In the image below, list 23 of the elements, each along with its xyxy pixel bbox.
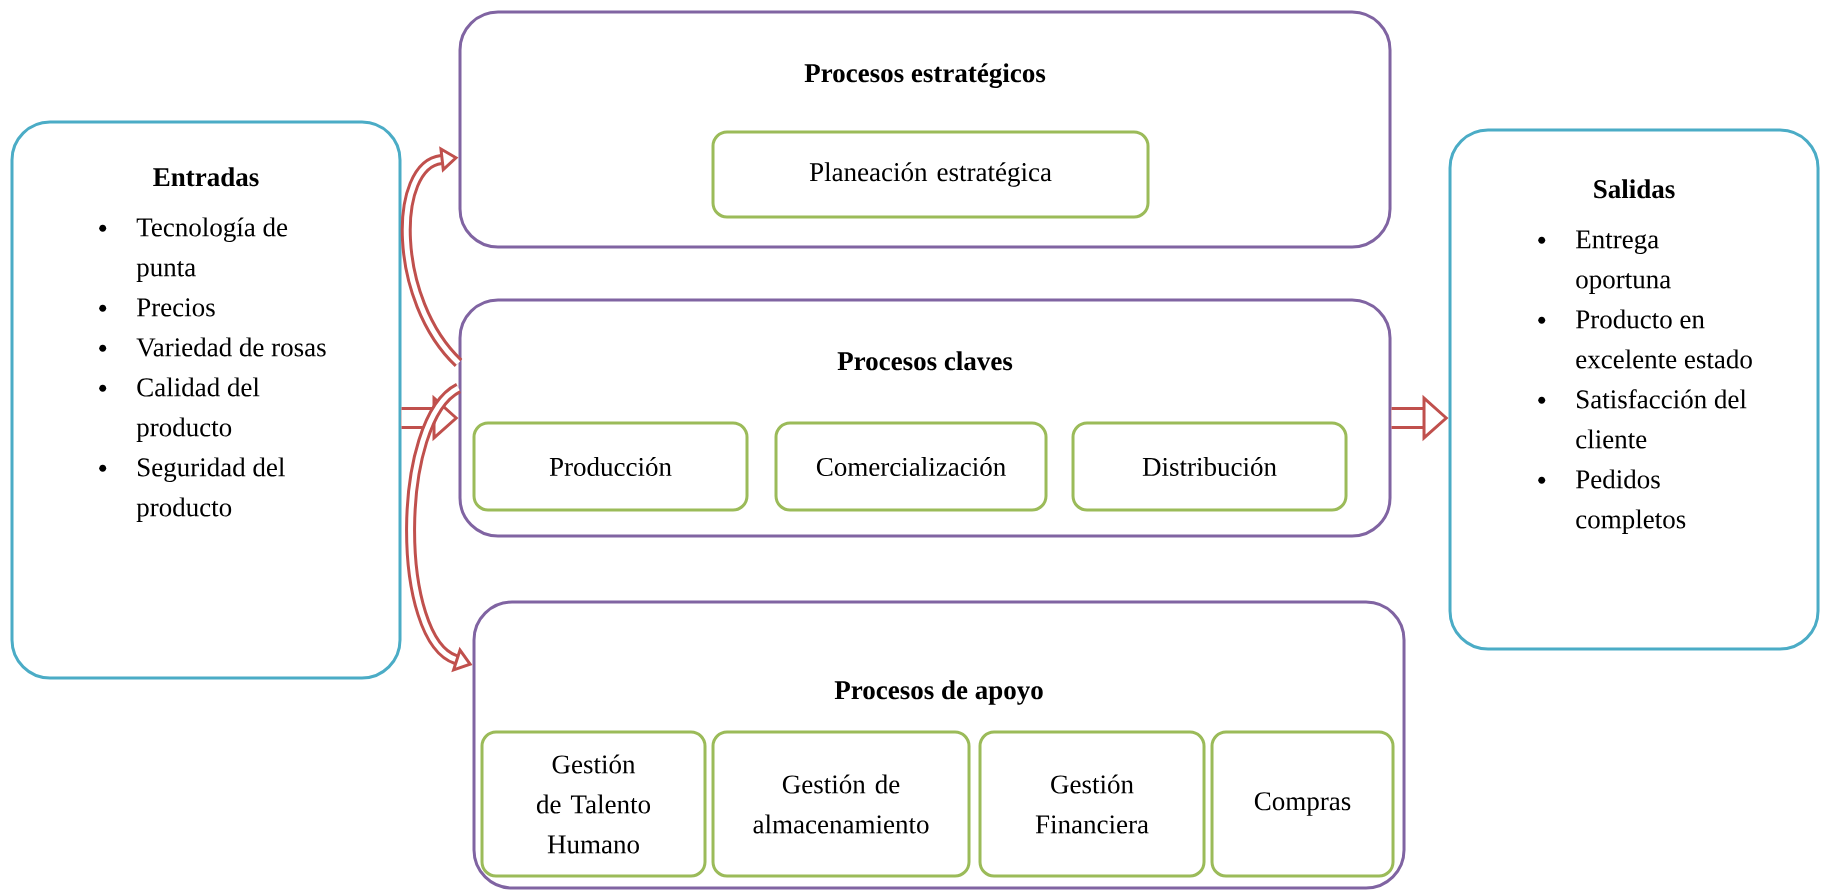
list-item: Seguridad del producto — [136, 457, 285, 522]
list-item: Tecnología de punta — [136, 217, 288, 282]
list-item: Satisfacción del cliente — [1576, 389, 1747, 449]
list-item: Pedidos completos — [1576, 469, 1686, 534]
list-item: Variedad de rosas — [136, 337, 326, 357]
process-box: Distribución — [1071, 421, 1348, 512]
process-box: Gestión de almacenamiento — [711, 730, 971, 878]
process-box: Comercialización — [774, 421, 1048, 512]
process-box: Producción — [472, 421, 749, 512]
process-box: Gestión de Talento Humano — [480, 730, 707, 878]
box-heading: Procesos estratégicos — [804, 63, 1046, 88]
list-item: Calidad del producto — [136, 377, 260, 442]
curved-arrow — [401, 146, 463, 367]
box-heading: Procesos de apoyo — [834, 680, 1043, 705]
list-item: Producto en excelente estado — [1576, 309, 1752, 369]
box-heading: Salidas — [1594, 179, 1675, 199]
process-box: Compras — [1210, 730, 1395, 878]
process-box: Planeación estratégica — [711, 130, 1150, 219]
list-item: Entrega oportuna — [1576, 230, 1671, 294]
box-heading: Entradas — [153, 167, 259, 187]
box-heading: Procesos claves — [837, 351, 1013, 371]
list-item: Precios — [137, 298, 215, 317]
process-box: Gestión Financiera — [978, 730, 1206, 878]
